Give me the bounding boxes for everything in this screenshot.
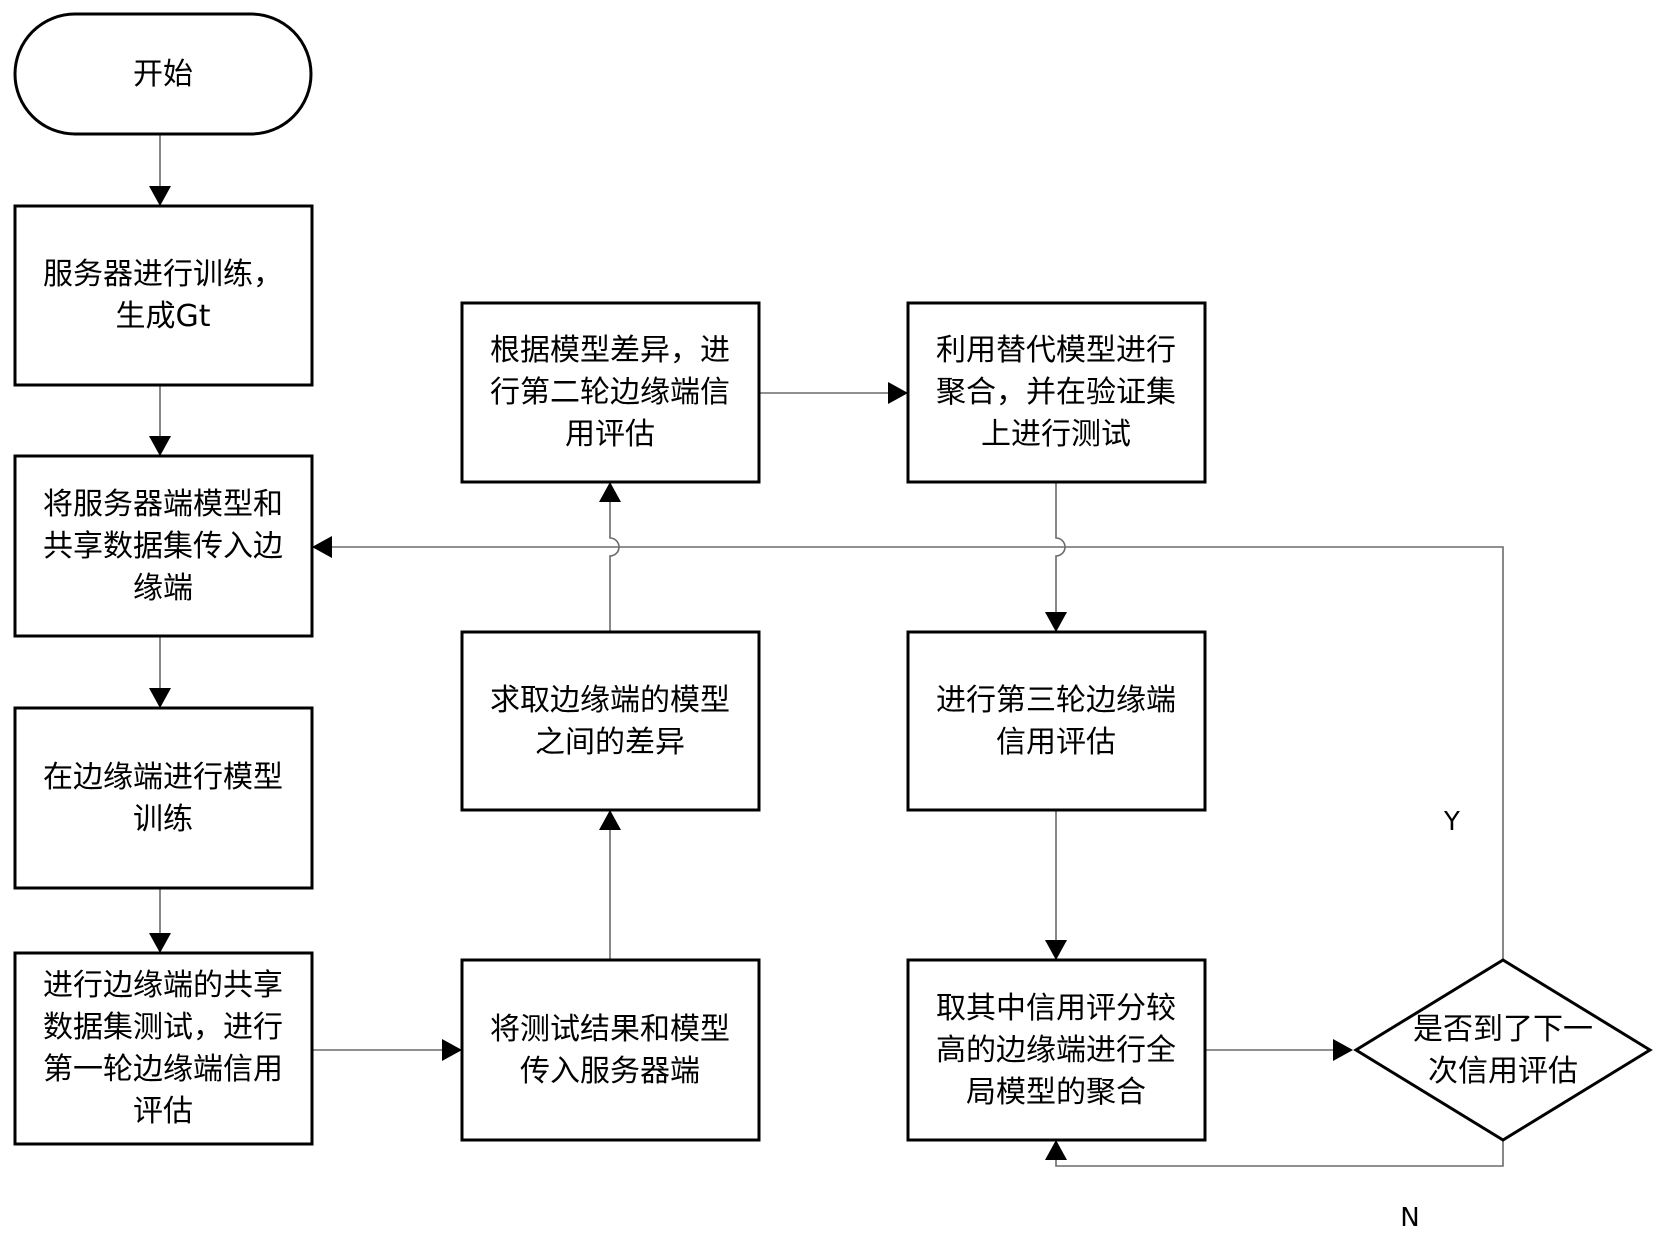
node-text-line: 高的边缘端进行全 [936, 1033, 1176, 1068]
node-text-line: 缘端 [133, 571, 193, 606]
decision-diamond [1353, 958, 1653, 1142]
arrowhead [888, 382, 908, 404]
edge-decision-yes-loop [332, 546, 1504, 960]
substitute-box [906, 301, 1207, 484]
node-text-line: 生成Gt [115, 299, 210, 334]
node-text-line: 第一轮边缘端信用 [43, 1052, 283, 1087]
node-text-line: 局模型的聚合 [966, 1075, 1146, 1110]
arrowhead [1045, 1140, 1067, 1160]
server-train-box [13, 204, 314, 387]
diff-label: 求取边缘端的模型之间的差异 [490, 683, 730, 760]
node-text-line: 次信用评估 [1428, 1054, 1578, 1089]
third-eval-box [906, 630, 1207, 812]
node-text-line: 在边缘端进行模型 [43, 760, 283, 795]
node-text-line: 用评估 [565, 417, 655, 452]
arrowhead [599, 810, 621, 830]
node-text-line: 开始 [133, 57, 193, 92]
first-eval-label: 进行边缘端的共享数据集测试，进行第一轮边缘端信用评估 [43, 968, 283, 1129]
arrowhead [149, 436, 171, 456]
send-to-edge-box [13, 454, 314, 638]
arrowhead [442, 1039, 462, 1061]
arrowhead [1333, 1039, 1353, 1061]
decision-label: 是否到了下一次信用评估 [1413, 1012, 1593, 1089]
node-text-line: 上进行测试 [981, 417, 1131, 452]
substitute-node: 利用替代模型进行聚合，并在验证集上进行测试 [906, 301, 1207, 484]
edge-decision-no-loop [1055, 1140, 1504, 1167]
decision-node: 是否到了下一次信用评估 [1353, 958, 1653, 1142]
arrowhead [149, 933, 171, 953]
arrowhead [312, 536, 332, 558]
node-text-line: 聚合，并在验证集 [936, 375, 1176, 410]
node-text-line: 将服务器端模型和 [43, 487, 283, 522]
edge-train-label: 在边缘端进行模型训练 [43, 760, 283, 837]
upload-box [460, 958, 761, 1142]
start-label: 开始 [133, 57, 193, 92]
first-eval-box [13, 951, 314, 1146]
node-text-line: 训练 [133, 802, 193, 837]
node-text-line: 将测试结果和模型 [490, 1012, 730, 1047]
arrowhead [599, 482, 621, 502]
upload-label: 将测试结果和模型传入服务器端 [490, 1012, 730, 1089]
arrowhead [149, 186, 171, 206]
node-text-line: 传入服务器端 [520, 1054, 700, 1089]
node-text-line: 服务器进行训练， [43, 257, 283, 292]
third-eval-node: 进行第三轮边缘端信用评估 [906, 630, 1207, 812]
node-text-line: 求取边缘端的模型 [490, 683, 730, 718]
arrowhead [149, 688, 171, 708]
node-text-line: 行第二轮边缘端信 [490, 375, 730, 410]
start-terminal [13, 12, 313, 136]
edge-train-node: 在边缘端进行模型训练 [13, 706, 314, 890]
node-text-line: 信用评估 [996, 725, 1116, 760]
substitute-label: 利用替代模型进行聚合，并在验证集上进行测试 [936, 333, 1176, 452]
send-to-edge-node: 将服务器端模型和共享数据集传入边缘端 [13, 454, 314, 638]
aggregate-node: 取其中信用评分较高的边缘端进行全局模型的聚合 [906, 958, 1207, 1142]
node-text-line: 数据集测试，进行 [43, 1010, 283, 1045]
start-node: 开始 [13, 12, 313, 136]
arrowhead [1045, 940, 1067, 960]
diff-box [460, 630, 761, 812]
node-text-line: 利用替代模型进行 [936, 333, 1176, 368]
node-text-line: 是否到了下一 [1413, 1012, 1593, 1047]
node-text-line: 评估 [133, 1094, 193, 1129]
yes-label: Y [1443, 807, 1460, 837]
second-eval-node: 根据模型差异，进行第二轮边缘端信用评估 [460, 301, 761, 484]
no-label: N [1400, 1203, 1419, 1233]
node-text-line: 之间的差异 [535, 725, 685, 760]
server-train-node: 服务器进行训练， 生成Gt [13, 204, 314, 387]
node-text-line: 根据模型差异，进 [490, 333, 730, 368]
node-text-line: 进行边缘端的共享 [43, 968, 283, 1003]
node-text-line: 进行第三轮边缘端 [936, 683, 1176, 718]
edges [149, 134, 1504, 1167]
aggregate-label: 取其中信用评分较高的边缘端进行全局模型的聚合 [936, 991, 1176, 1110]
send-to-edge-label: 将服务器端模型和共享数据集传入边缘端 [43, 487, 283, 606]
server-train-label: 服务器进行训练， 生成Gt [43, 257, 283, 334]
second-eval-box [460, 301, 761, 484]
arrowhead [1045, 612, 1067, 632]
third-eval-label: 进行第三轮边缘端信用评估 [936, 683, 1176, 760]
upload-node: 将测试结果和模型传入服务器端 [460, 958, 761, 1142]
node-text-line: 取其中信用评分较 [936, 991, 1176, 1026]
aggregate-box [906, 958, 1207, 1142]
diff-node: 求取边缘端的模型之间的差异 [460, 630, 761, 812]
edge-diff-to-second-eval [609, 502, 620, 632]
edge-train-box [13, 706, 314, 890]
node-text-line: 共享数据集传入边 [43, 529, 283, 564]
second-eval-label: 根据模型差异，进行第二轮边缘端信用评估 [490, 333, 730, 452]
first-eval-node: 进行边缘端的共享数据集测试，进行第一轮边缘端信用评估 [13, 951, 314, 1146]
